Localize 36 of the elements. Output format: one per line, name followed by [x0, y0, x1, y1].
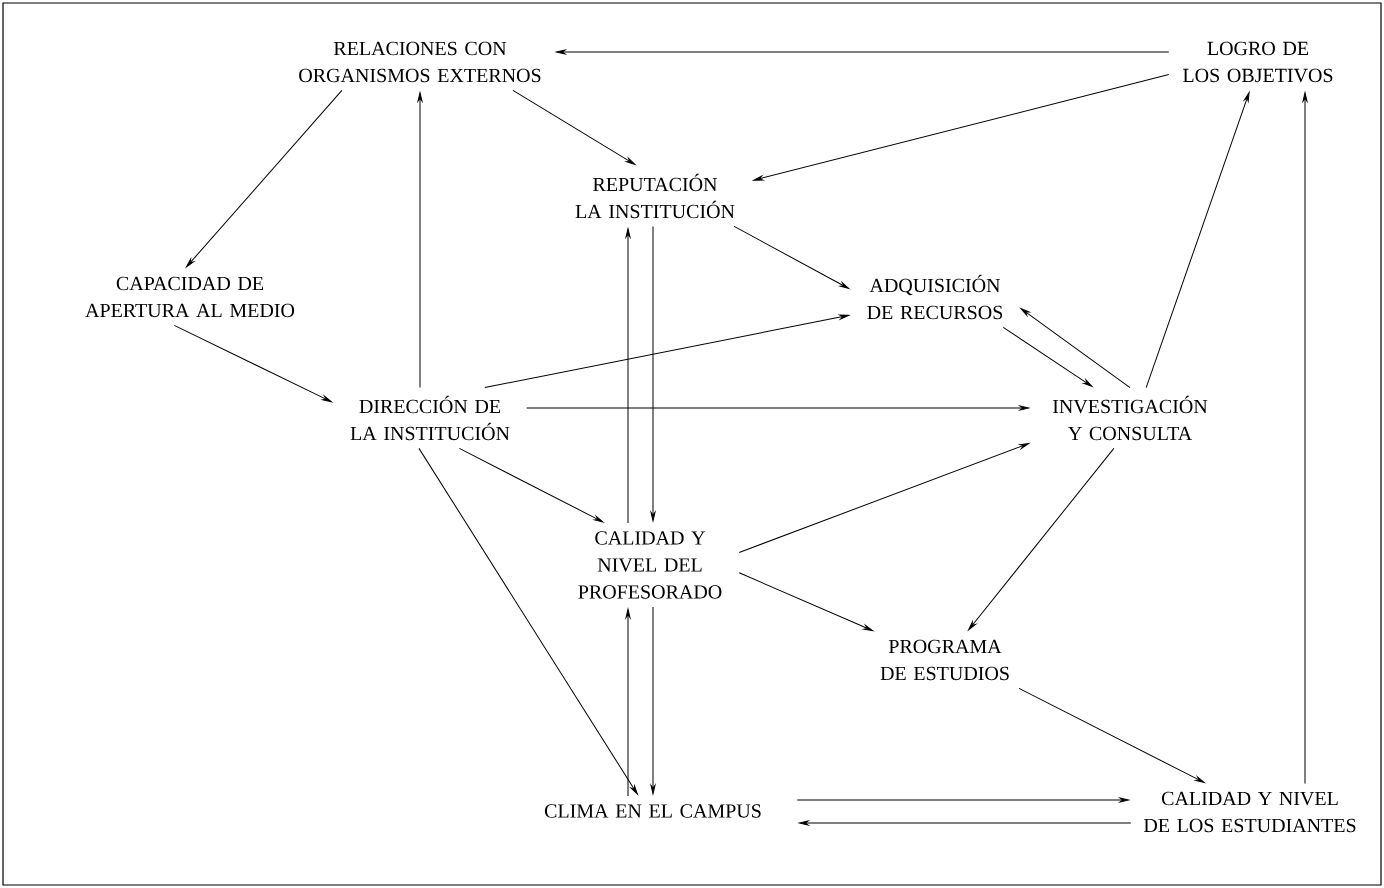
arrow [526, 405, 1030, 411]
concept-label: RELACIONES CON ORGANISMOS EXTERNOS [299, 41, 541, 83]
concept-label: CALIDAD Y NIVEL DEL PROFESORADO [578, 531, 722, 599]
arrow [738, 443, 1030, 553]
arrow [650, 225, 656, 522]
arrow [1302, 92, 1308, 785]
arrow [798, 820, 1132, 826]
arrow [1020, 308, 1131, 389]
arrow [555, 49, 1170, 55]
arrow [650, 606, 656, 795]
concept-label: REPUTACIÓN LA INSTITUCIÓN [575, 173, 735, 219]
concept-label: ADQUISICIÓN DE RECURSOS [867, 274, 1003, 320]
concept-label: INVESTIGACIÓN Y CONSULTA [1052, 395, 1208, 441]
arrow [512, 89, 636, 165]
arrow [733, 225, 850, 290]
arrow [173, 324, 332, 403]
arrow [185, 89, 343, 268]
arrow [968, 447, 1115, 631]
arrow [625, 228, 631, 524]
concept-label: CLIMA EN EL CAMPUS [544, 804, 761, 818]
arrow [1145, 92, 1250, 389]
concept-label: DIRECCIÓN DE LA INSTITUCIÓN [350, 395, 510, 441]
arrow [484, 314, 850, 389]
arrow [418, 447, 638, 795]
arrow [738, 572, 874, 632]
arrow [1002, 326, 1093, 387]
arrow [458, 447, 604, 523]
concept-label: CALIDAD Y NIVEL DE LOS ESTUDIANTES [1143, 791, 1356, 833]
concept-label: PROGRAMA DE ESTUDIOS [880, 639, 1009, 681]
arrow [753, 74, 1170, 181]
concept-label: LOGRO DE LOS OBJETIVOS [1183, 41, 1333, 83]
arrow [796, 797, 1130, 803]
arrow [417, 92, 423, 389]
arrow [625, 608, 631, 797]
arrow [1018, 687, 1205, 784]
concept-label: CAPACIDAD DE APERTURA AL MEDIO [85, 276, 295, 318]
